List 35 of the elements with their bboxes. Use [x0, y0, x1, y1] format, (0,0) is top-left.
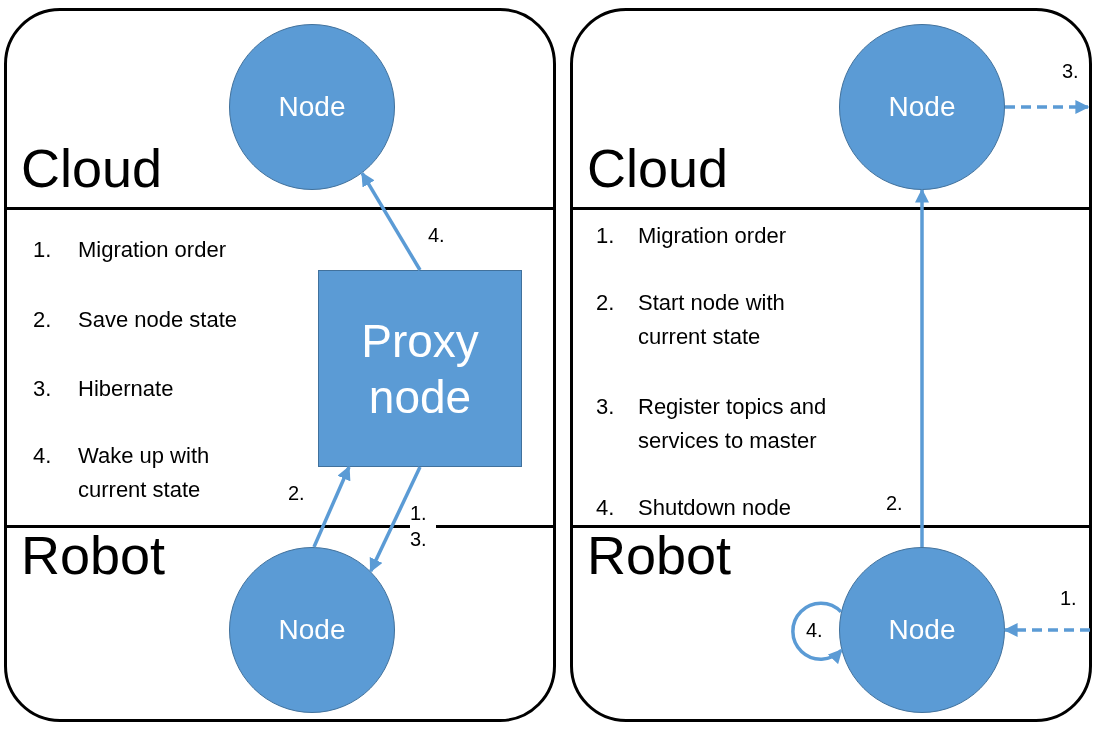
step-text: Migration order — [78, 236, 227, 264]
step-number: 4. — [33, 442, 53, 470]
step-number: 2. — [33, 306, 53, 334]
step-text: Register topics and services to master — [638, 393, 828, 455]
step-text: Shutdown node — [638, 494, 792, 522]
step-text: Migration order — [638, 222, 787, 250]
band-title: Robot — [20, 524, 166, 585]
step-text: Wake up with current state — [78, 442, 211, 504]
panel-frame — [570, 8, 1092, 722]
node-label: Node — [888, 613, 956, 647]
dashed-arrow — [1005, 100, 1090, 114]
step-number: 4. — [596, 494, 616, 522]
node-label: Node — [278, 90, 346, 124]
arrow — [791, 601, 843, 664]
node-label: Node — [278, 613, 346, 647]
step-text: Start node with current state — [638, 289, 786, 351]
step-number: 3. — [596, 393, 616, 421]
dashed-arrow — [1003, 623, 1090, 637]
arrow — [369, 466, 422, 573]
step-text: Save node state — [78, 306, 238, 334]
node-label: Proxy node — [360, 313, 480, 425]
arrow — [312, 465, 351, 548]
step-number: 1. — [596, 222, 616, 250]
step-number: 2. — [596, 289, 616, 317]
step-number: 3. — [33, 375, 53, 403]
step-text: Hibernate — [78, 375, 175, 403]
arrow — [360, 171, 422, 271]
band-title: Cloud — [586, 141, 729, 200]
band-title: Cloud — [20, 141, 163, 200]
proxy-node-box — [318, 270, 522, 467]
band-title: Robot — [586, 524, 732, 585]
panel-frame — [4, 8, 556, 722]
step-number: 1. — [33, 236, 53, 264]
node-label: Node — [888, 90, 956, 124]
arrow — [915, 188, 929, 547]
